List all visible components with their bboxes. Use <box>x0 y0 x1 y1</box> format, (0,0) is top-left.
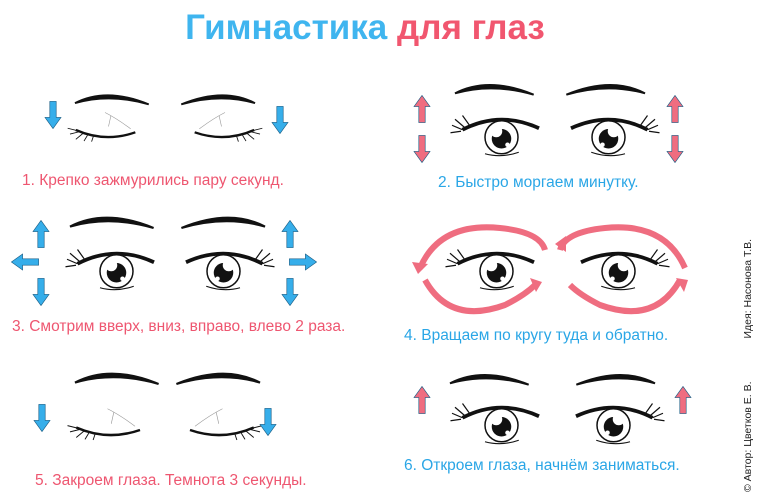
exercise-5-caption: 5. Закроем глаза. Темнота 3 секунды. <box>35 472 307 489</box>
arrow-down-icon <box>666 135 684 163</box>
title-part-2: для глаз <box>397 8 545 47</box>
arrow-icon <box>412 262 428 274</box>
arrow-right-icon <box>289 253 317 271</box>
arrow-up-icon <box>32 220 50 248</box>
exercise-4-caption: 4. Вращаем по кругу туда и обратно. <box>404 327 669 344</box>
arrow-up-icon <box>666 95 684 123</box>
page-title: Гимнастика для глаз <box>0 8 730 48</box>
arrow-up-icon <box>674 386 692 414</box>
exercise-5-image <box>33 372 277 442</box>
exercise-1-image <box>44 94 289 144</box>
arrow-up-icon <box>413 386 431 414</box>
arrow-down-icon <box>281 278 299 306</box>
arrow-left-icon <box>11 253 39 271</box>
arrow-up-icon <box>413 95 431 123</box>
exercise-2-image <box>413 83 684 163</box>
title-part-1: Гимнастика <box>185 8 388 47</box>
arrow-icon <box>530 278 542 292</box>
exercise-6-caption: 6. Откроем глаза, начнём заниматься. <box>404 457 680 474</box>
exercise-2-caption: 2. Быстро моргаем минутку. <box>438 174 639 191</box>
exercise-4-image <box>412 224 688 315</box>
idea-credit: Идея: Насонова Т.В. <box>742 238 754 339</box>
arrow-down-icon <box>32 278 50 306</box>
arrow-down-icon <box>413 135 431 163</box>
exercise-3-image <box>11 216 317 306</box>
arrow-down-icon <box>44 101 62 129</box>
arrow-down-icon <box>259 408 277 436</box>
exercise-3-caption: 3. Смотрим вверх, вниз, вправо, влево 2 … <box>12 318 346 335</box>
arrow-down-icon <box>33 404 51 432</box>
credits: © Автор: Цветков Е. В. Идея: Насонова Т.… <box>742 199 754 492</box>
arrow-up-icon <box>281 220 299 248</box>
exercise-6-image <box>413 373 692 444</box>
author-credit: © Автор: Цветков Е. В. <box>742 381 754 492</box>
arrow-icon <box>555 236 566 252</box>
exercise-1-caption: 1. Крепко зажмурились пару секунд. <box>22 172 284 189</box>
arrow-down-icon <box>271 106 289 134</box>
arrow-icon <box>676 278 688 292</box>
